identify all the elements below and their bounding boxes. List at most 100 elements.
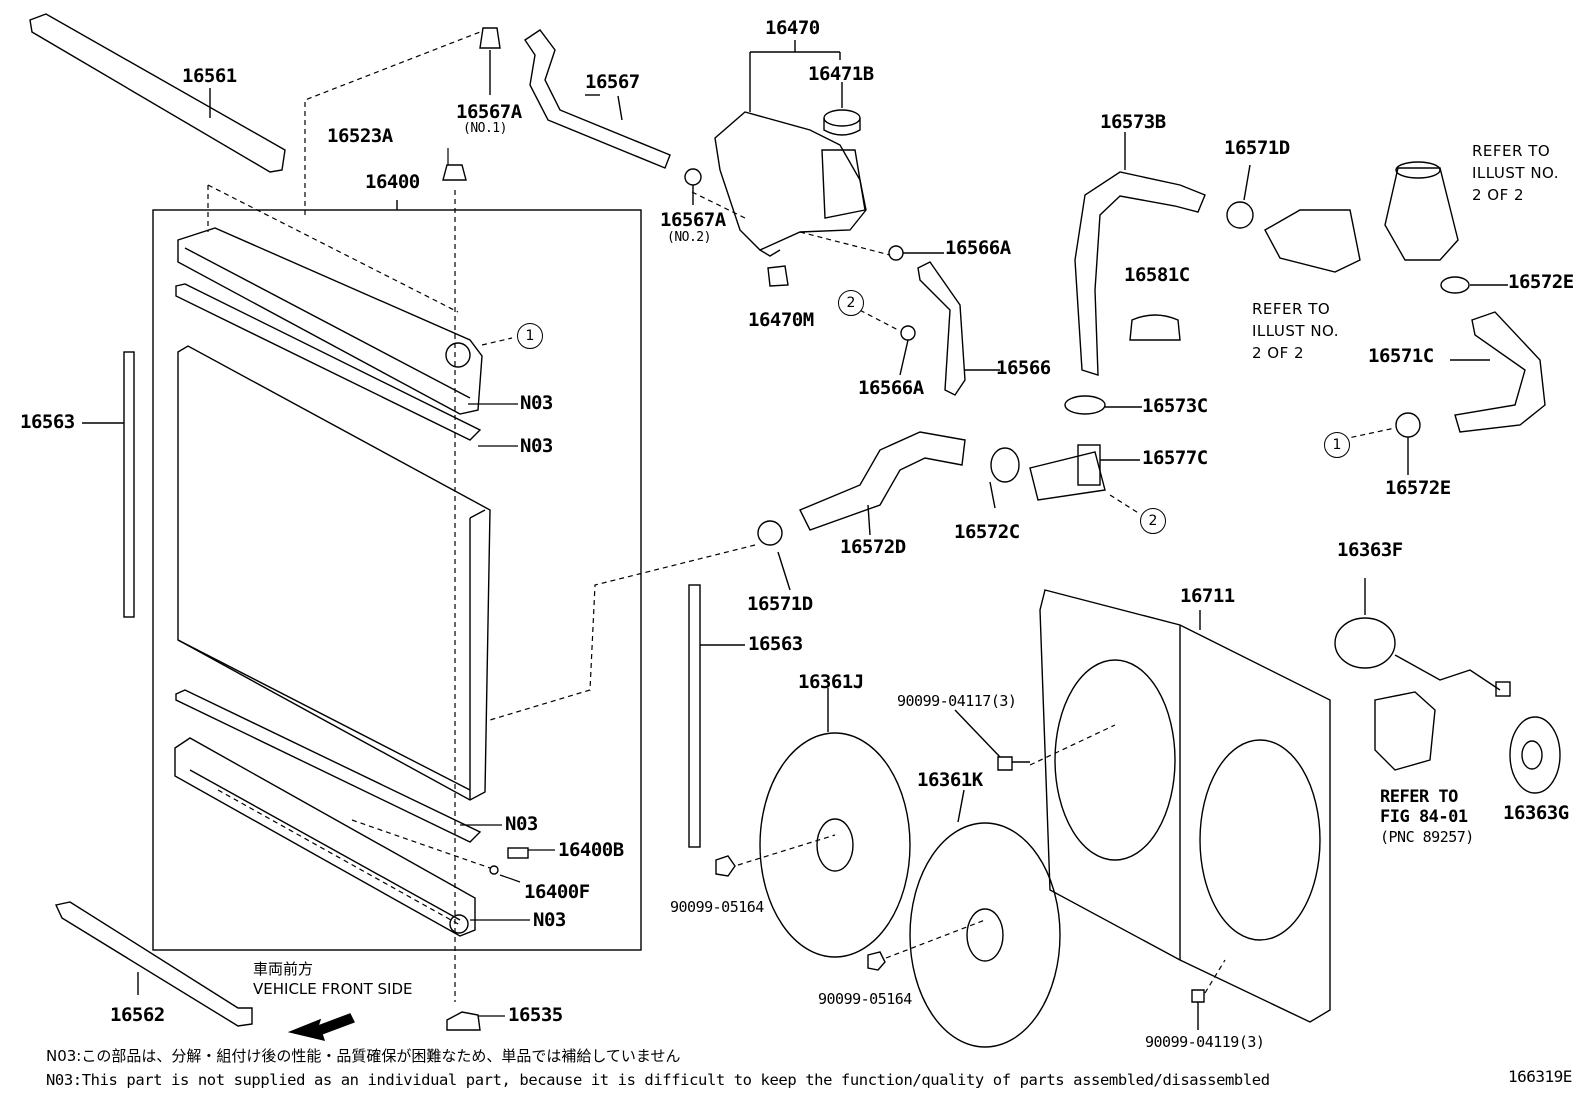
clamp-16572E-bot [1395, 412, 1421, 438]
label-16400: 16400 [365, 171, 420, 193]
label-90099-04119: 90099-04119(3) [1145, 1033, 1265, 1051]
ref-illust-mid: REFER TO ILLUST NO. 2 OF 2 [1252, 300, 1340, 362]
water-outlet [1264, 209, 1361, 273]
label-16711: 16711 [1180, 585, 1235, 607]
label-16523A: 16523A [327, 125, 393, 147]
label-16563-left: 16563 [20, 411, 75, 433]
hose-16573B [1074, 171, 1206, 376]
label-16563-mid: 16563 [748, 633, 803, 655]
hose-16572D [799, 431, 966, 531]
label-16572E-bot: 16572E [1385, 477, 1451, 499]
label-16567: 16567 [585, 71, 640, 93]
upper-gasket [175, 283, 482, 441]
seal-16563-mid [688, 584, 701, 848]
upper-tank [177, 227, 483, 415]
label-16566A-bot: 16566A [858, 377, 924, 399]
clamp-16572C [990, 447, 1020, 483]
ref-fig-pnc: (PNC 89257) [1380, 828, 1474, 846]
motor-16363F [1334, 617, 1396, 669]
callout-1-right: 1 [1324, 432, 1350, 458]
label-16400B: 16400B [558, 839, 624, 861]
label-16363G: 16363G [1503, 802, 1569, 824]
clamp-16571D-top [1226, 201, 1254, 229]
label-16571D-bot: 16571D [747, 593, 813, 615]
label-90099-05164-b: 90099-05164 [818, 990, 912, 1008]
diagram-id: 166319E [1508, 1067, 1572, 1086]
label-n03-c: N03 [505, 813, 538, 835]
callout-2-left: 2 [838, 290, 864, 316]
plug-16535 [446, 1011, 481, 1031]
label-n03-a: N03 [520, 392, 553, 414]
front-arrow [287, 1013, 355, 1041]
label-16571C: 16571C [1368, 345, 1434, 367]
hose-16567 [524, 29, 671, 169]
label-16567A-no2-sub: (NO.2) [667, 230, 711, 245]
label-16470: 16470 [765, 17, 820, 39]
label-16567A-no1: 16567A [456, 101, 522, 123]
lower-tank [174, 737, 476, 937]
pipe-16577C [1029, 451, 1106, 501]
clamp-16566A-bot [900, 325, 916, 341]
ref-illust-top: REFER TO ILLUST NO. 2 OF 2 [1472, 142, 1560, 204]
clamp-16573C [1064, 395, 1106, 415]
label-16363F: 16363F [1337, 539, 1403, 561]
shroud-16711 [1039, 589, 1331, 1023]
label-16535: 16535 [508, 1004, 563, 1026]
clamp-16567A-1 [479, 27, 501, 49]
front-label-en: VEHICLE FRONT SIDE [253, 980, 413, 998]
motor-16363G [1509, 716, 1561, 794]
label-90099-05164-a: 90099-05164 [670, 898, 764, 916]
note-jp: N03:この部品は、分解・組付け後の性能・品質確保が困難なため、単品では補給して… [46, 1047, 681, 1065]
callout-2-right: 2 [1140, 508, 1166, 534]
label-16566A-top: 16566A [945, 237, 1011, 259]
label-16581C: 16581C [1124, 264, 1190, 286]
label-16471B: 16471B [808, 63, 874, 85]
bolt-90099-04117 [997, 756, 1030, 771]
fan-16361J [759, 732, 911, 958]
reservoir-16470 [714, 111, 867, 251]
clamp-16581C [1129, 314, 1181, 341]
ref-fig-line1: REFER TO [1380, 787, 1458, 807]
clamp-16571D-bot [757, 520, 783, 546]
label-16573B: 16573B [1100, 111, 1166, 133]
ref-fig-line2: FIG 84-01 [1380, 807, 1468, 827]
label-16566: 16566 [996, 357, 1051, 379]
label-16361K: 16361K [917, 769, 983, 791]
lower-gasket [175, 689, 482, 843]
hose-16571C [1454, 311, 1546, 433]
inlet-housing [1384, 167, 1459, 261]
fan-relay [1374, 691, 1436, 771]
hose-16566 [917, 261, 966, 396]
nut-90099-05164-b [867, 951, 886, 971]
cap-16523A [442, 164, 467, 181]
label-16567A-no1-sub: (NO.1) [463, 121, 507, 136]
label-16561: 16561 [182, 65, 237, 87]
rubber-16470M [767, 265, 789, 287]
nut-90099-05164-a [715, 855, 736, 877]
label-n03-b: N03 [520, 435, 553, 457]
label-16571D-top: 16571D [1224, 137, 1290, 159]
label-16400F: 16400F [524, 881, 590, 903]
label-16470M: 16470M [748, 309, 814, 331]
bolt-90099-04119 [1191, 989, 1205, 1030]
label-16567A-no2: 16567A [660, 209, 726, 231]
drain-cock-16400B [507, 847, 529, 859]
label-90099-04117: 90099-04117(3) [897, 692, 1017, 710]
label-16572E-top: 16572E [1508, 271, 1574, 293]
label-16572C: 16572C [954, 521, 1020, 543]
seal-16562 [54, 901, 253, 1027]
label-16361J: 16361J [798, 671, 864, 693]
label-n03-d: N03 [533, 909, 566, 931]
callout-1-upper: 1 [517, 323, 543, 349]
clamp-16567A-2 [684, 168, 702, 186]
label-16577C: 16577C [1142, 447, 1208, 469]
cap-16471B [823, 109, 861, 127]
note-en: N03:This part is not supplied as an indi… [46, 1071, 1270, 1089]
clamp-16572E-top [1440, 276, 1470, 294]
seal-16563-left [123, 351, 135, 618]
o-ring-16400F [489, 865, 499, 875]
radiator-core [177, 345, 491, 801]
label-16572D: 16572D [840, 536, 906, 558]
